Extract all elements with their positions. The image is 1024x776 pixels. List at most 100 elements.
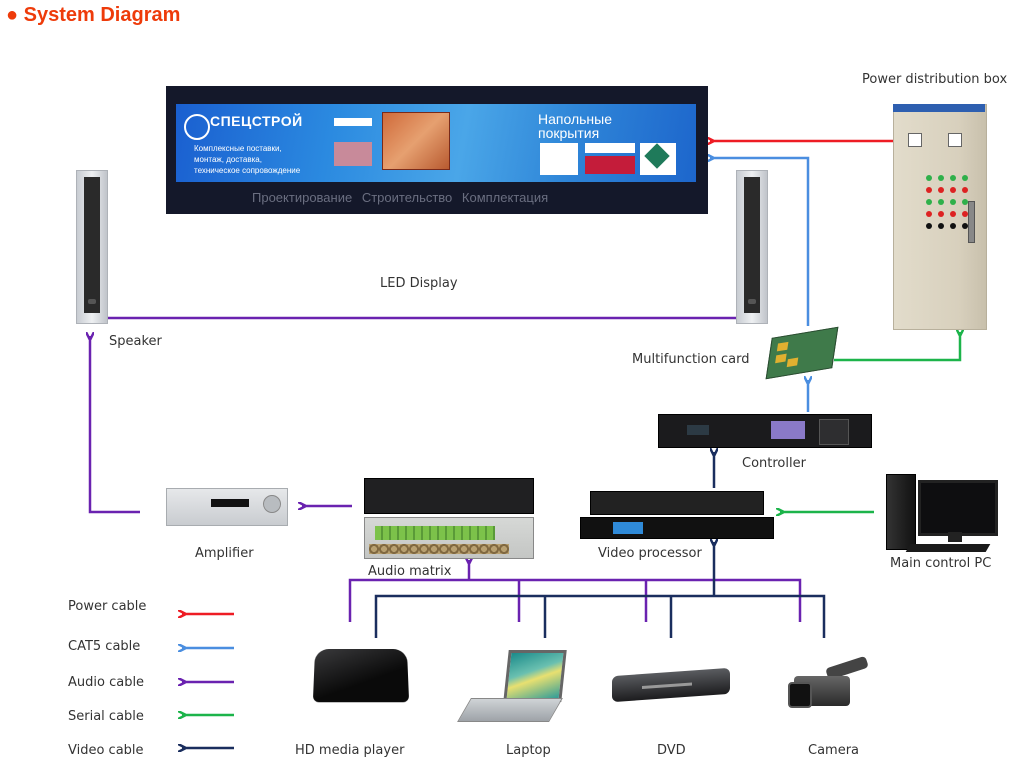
controller-display [687,425,709,435]
speaker-grill [84,177,100,313]
legend-item-audio: Audio cable [68,675,145,690]
speaker-right [736,170,768,324]
hd-player-label: HD media player [295,743,405,758]
indicator-lamp [938,199,944,205]
meter-icon [908,133,922,147]
camera-label: Camera [808,743,860,758]
audio-matrix-front [364,478,534,514]
controller [658,414,872,448]
monitor-stand [948,532,962,542]
indicator-lamp [938,223,944,229]
diagram-title: ● System Diagram [6,4,180,27]
indicator-lamp [950,211,956,217]
indicator-lamp [950,199,956,205]
amplifier-label: Amplifier [195,546,254,561]
video-processor-rear [590,491,764,515]
legend-item-serial: Serial cable [68,709,144,724]
indicator-lamp [926,187,932,193]
indicator-lamp [962,175,968,181]
amplifier [166,488,288,526]
wire-audio-amp-to-speaker [90,336,140,514]
speaker-left [76,170,108,324]
brand-logo-icon [184,114,210,140]
indicator-lamp [926,199,932,205]
led-desc-line: техническое сопровождение [194,166,301,175]
indicator-lamp [938,175,944,181]
multifunction-card-label: Multifunction card [632,352,750,367]
relay [775,353,787,364]
indicator-lamp [962,211,968,217]
wire-serial-card-to-box [834,332,960,362]
wire-audio-bus [348,578,802,622]
audio-matrix-label: Audio matrix [368,564,452,579]
video-processor-label: Video processor [598,546,702,561]
door-handle [968,201,975,243]
indicator-lamp [926,175,932,181]
pc-tower [886,474,916,550]
terminal-block [375,526,495,540]
disc-slot [642,682,692,690]
controller-lcd [771,421,805,439]
indicator-lamp [926,223,932,229]
led-desc-line: Комплексные поставки, [194,144,282,153]
indicator-lamp [962,223,968,229]
relay [786,357,799,368]
camera-lens [788,682,812,708]
led-heading: Напольные покрытия [538,112,612,140]
title-text: System Diagram [23,4,181,26]
dvd-label: DVD [657,743,686,758]
legend-item-cat5: CAT5 cable [68,639,141,654]
power-box-nameplate [893,104,985,112]
main-pc-label: Main control PC [890,556,992,571]
legend-item-video: Video cable [68,743,144,758]
wire-cat5-card-to-led [710,158,810,326]
laptop-keyboard [457,698,563,722]
keyboard [905,544,991,552]
hd-media-player [312,649,410,703]
speaker-logo [748,299,756,304]
led-description: Комплексные поставки, монтаж, доставка, … [194,143,300,176]
indicator-lamp [926,211,932,217]
partner-logo [540,143,578,175]
meter-icon [948,133,962,147]
title-bullet: ● [6,4,19,26]
led-heading-line: Напольные [538,111,612,127]
speaker-grill [744,177,760,313]
indicator-lamp [950,175,956,181]
pc-monitor [918,480,998,536]
power-distribution-box [893,104,987,330]
indicator-lamp [950,187,956,193]
video-processor-lcd [613,522,643,534]
speaker-logo [88,299,96,304]
amplifier-display [211,499,249,507]
volume-knob-icon [263,495,281,513]
interior-photo-large [382,112,450,170]
indicator-lamp [962,187,968,193]
rca-connectors [369,544,509,554]
controller-label: Controller [742,456,806,471]
laptop-label: Laptop [506,743,551,758]
indicator-lamp [962,199,968,205]
audio-matrix-rear [364,517,534,559]
laptop-screen [503,650,567,702]
partner-logo [585,156,635,174]
indicator-lamp [950,223,956,229]
partner-logo [585,143,635,153]
indicator-lamp [938,211,944,217]
speaker-label: Speaker [109,334,162,349]
led-subline: Проектирование Строительство Комплектаци… [252,190,549,205]
power-switch-icon [819,419,849,445]
led-brand-text: СПЕЦСТРОЙ [210,113,303,129]
partner-logo [334,118,372,126]
legend-item-power: Power cable [68,599,147,614]
power-box-label: Power distribution box [862,72,1008,87]
wire-video-bus [374,594,826,638]
led-display-label: LED Display [380,276,458,291]
led-heading-line: покрытия [538,125,600,141]
video-processor-front [580,517,774,539]
indicator-lamp [938,187,944,193]
relay [776,341,789,352]
interior-photo-small [334,142,372,166]
led-desc-line: монтаж, доставка, [194,155,262,164]
